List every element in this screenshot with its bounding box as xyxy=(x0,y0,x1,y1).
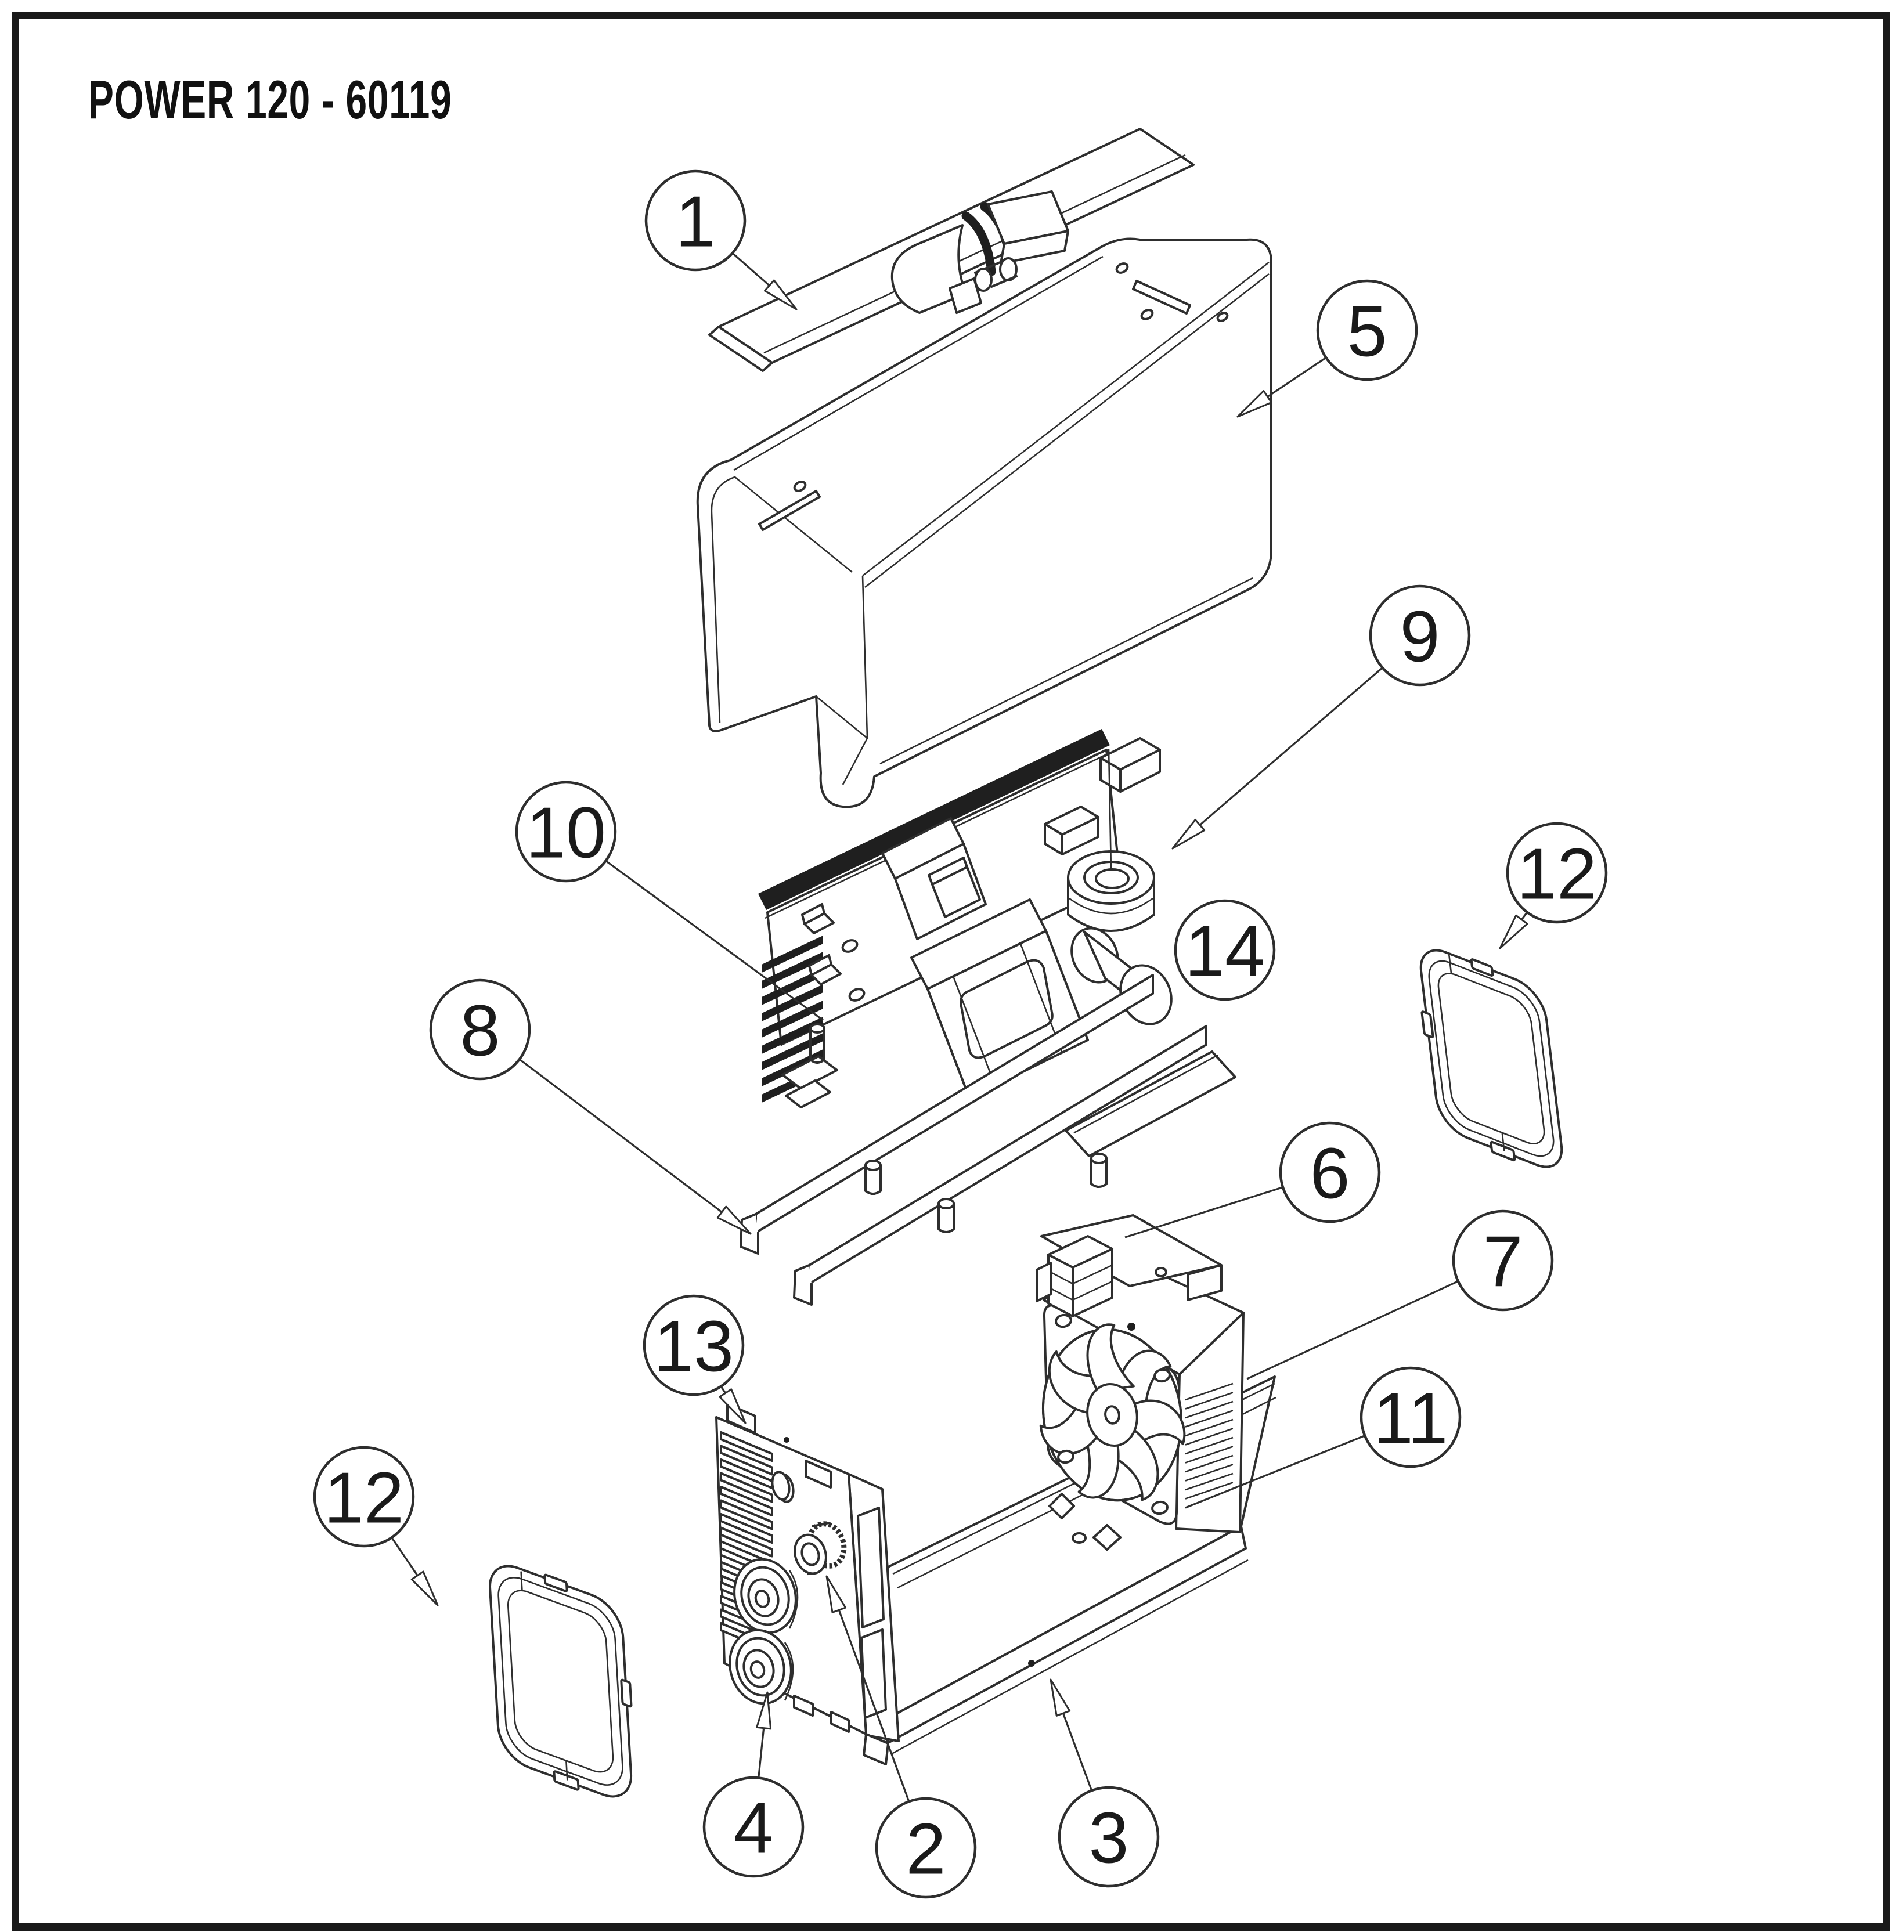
callout-balloon xyxy=(1279,1121,1381,1223)
leader-line xyxy=(391,1537,419,1576)
callout-number: 12 xyxy=(324,1458,404,1539)
callout-6: 6 xyxy=(1124,1121,1381,1238)
callout-number: 8 xyxy=(460,991,500,1071)
part-corner-protector-left xyxy=(488,1554,637,1812)
base-cutout xyxy=(1048,1493,1075,1519)
leader-arrowhead xyxy=(1499,914,1528,949)
leader-arrowhead xyxy=(1171,818,1206,850)
leader-line xyxy=(518,1058,723,1213)
fan-bracket xyxy=(1036,1214,1223,1331)
callout-balloon xyxy=(875,1797,977,1899)
callout-4: 4 xyxy=(702,1691,805,1878)
leader-line xyxy=(1124,1186,1283,1238)
callout-11: 11 xyxy=(1185,1366,1462,1509)
part-fan-assembly xyxy=(1017,1214,1245,1533)
callout-12: 12 xyxy=(1499,822,1608,949)
leader-line xyxy=(1062,1713,1093,1791)
part-carry-strap xyxy=(708,128,1195,372)
leader-arrowhead xyxy=(1050,1678,1071,1717)
callout-balloon xyxy=(1452,1209,1554,1312)
leader-arrowhead xyxy=(756,1691,772,1730)
buckle-band xyxy=(961,211,996,276)
base-cutout xyxy=(1092,1524,1122,1551)
callout-layer: 1 5 9 10 14 12 8 6 7 11 13 12 4 2 3 xyxy=(313,169,1608,1899)
callout-number: 1 xyxy=(676,182,716,262)
part-front-panel xyxy=(715,1403,900,1765)
callout-number: 6 xyxy=(1310,1134,1350,1214)
pcb-edge-bar xyxy=(758,729,1110,910)
fan-side-grille xyxy=(1185,1382,1234,1500)
callout-12: 12 xyxy=(313,1446,439,1606)
callout-10: 10 xyxy=(515,781,824,1021)
leader-line xyxy=(1267,356,1327,398)
leader-line xyxy=(1185,1435,1365,1509)
output-socket-lower xyxy=(729,1628,794,1705)
callout-balloon xyxy=(702,1776,805,1878)
fan-blades xyxy=(1017,1303,1204,1520)
callout-5: 5 xyxy=(1236,279,1418,418)
callout-balloon xyxy=(643,1294,745,1396)
fan-screw-hole xyxy=(1151,1500,1169,1515)
leader-line xyxy=(731,252,770,287)
cover-slot-left xyxy=(758,490,821,531)
leader-line xyxy=(1521,911,1528,920)
callout-number: 9 xyxy=(1400,597,1440,677)
callout-number: 14 xyxy=(1185,912,1265,992)
callout-number: 13 xyxy=(654,1307,734,1387)
output-socket-upper xyxy=(733,1558,799,1634)
current-knob xyxy=(794,1521,847,1575)
part-bottom-tray xyxy=(740,974,1236,1306)
callout-balloon xyxy=(1316,279,1418,381)
callout-number: 3 xyxy=(1089,1799,1129,1879)
callout-13: 13 xyxy=(643,1294,747,1424)
callout-7: 7 xyxy=(1246,1209,1554,1380)
callout-balloon xyxy=(1360,1366,1462,1468)
part-corner-protector-right xyxy=(1413,936,1566,1180)
callout-number: 11 xyxy=(1373,1379,1448,1459)
callout-3: 3 xyxy=(1050,1678,1160,1888)
leader-arrowhead xyxy=(410,1570,439,1606)
callout-number: 10 xyxy=(526,793,606,873)
callout-balloon xyxy=(644,169,747,272)
callout-balloon xyxy=(429,978,531,1081)
leader-arrowhead xyxy=(1236,390,1272,418)
fan-screw-hole xyxy=(1055,1313,1072,1328)
callout-balloon xyxy=(313,1446,415,1548)
page-title: POWER 120 - 60119 xyxy=(88,69,452,130)
leader-line xyxy=(758,1728,765,1778)
callout-number: 12 xyxy=(1517,835,1597,915)
leader-arrowhead xyxy=(719,1388,747,1424)
callout-number: 5 xyxy=(1347,292,1387,372)
callout-14: 14 xyxy=(1174,899,1276,1001)
leader-line xyxy=(605,860,824,1021)
callout-number: 4 xyxy=(734,1789,774,1869)
callout-number: 2 xyxy=(906,1810,946,1890)
leader-arrowhead xyxy=(764,279,798,310)
callout-balloon xyxy=(1506,822,1608,924)
panel-tab xyxy=(805,1460,832,1489)
callout-8: 8 xyxy=(429,978,752,1235)
callout-2: 2 xyxy=(825,1575,977,1899)
fan-screw-hole xyxy=(1057,1449,1074,1464)
callout-balloon xyxy=(1058,1786,1160,1888)
leader-arrowhead xyxy=(825,1575,847,1613)
fan-screw-hole xyxy=(1153,1368,1171,1383)
cover-slot-right xyxy=(1132,280,1191,315)
callout-9: 9 xyxy=(1171,584,1471,850)
leader-line xyxy=(1199,667,1383,826)
callout-1: 1 xyxy=(644,169,798,310)
leader-arrowhead xyxy=(716,1205,752,1235)
callout-number: 7 xyxy=(1483,1222,1523,1302)
leader-line xyxy=(720,1385,727,1394)
buckle-left-housing xyxy=(890,224,967,314)
leader-line xyxy=(1246,1280,1459,1380)
part-cover xyxy=(696,237,1272,808)
callout-balloon xyxy=(1174,899,1276,1001)
cover-hole xyxy=(793,481,807,492)
callout-balloon xyxy=(515,781,617,883)
leader-line xyxy=(838,1609,910,1802)
callout-balloon xyxy=(1369,584,1471,687)
